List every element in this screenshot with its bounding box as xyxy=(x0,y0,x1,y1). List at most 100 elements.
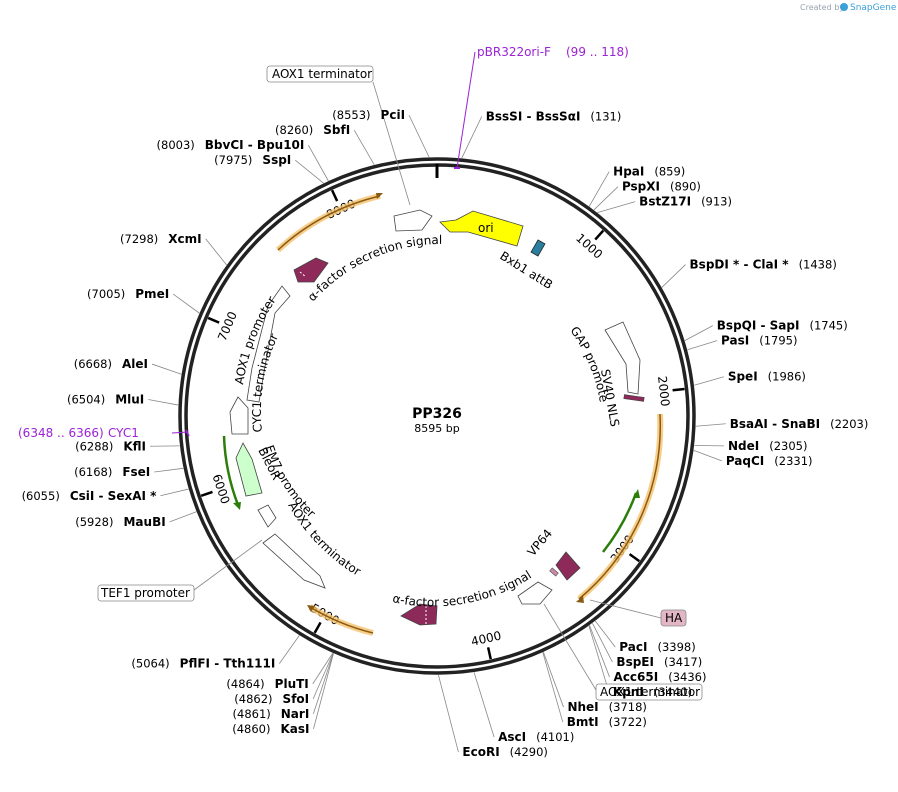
boxed-label-ha[interactable]: HA xyxy=(589,599,687,627)
restriction-site[interactable]: MluI(6504) xyxy=(67,392,144,406)
site-position: (8553) xyxy=(332,108,370,122)
restriction-site[interactable]: FseI(6168) xyxy=(74,465,150,479)
site-leader-line xyxy=(172,293,200,314)
restriction-site[interactable]: AscI(4101) xyxy=(498,730,574,744)
site-leader-line xyxy=(353,129,375,165)
site-position: (4861) xyxy=(233,707,271,721)
feature-alpha-factor-bottom[interactable]: α-factor secretion signal xyxy=(391,568,553,626)
tick-mark xyxy=(200,490,213,497)
tick-mark xyxy=(330,189,339,202)
site-position: (4864) xyxy=(226,677,264,691)
feature-label-bxb1: Bxb1 attB xyxy=(497,249,555,292)
site-name: PluTI xyxy=(275,677,309,691)
tick-mark xyxy=(672,387,685,392)
site-position: (2331) xyxy=(774,454,812,468)
restriction-site[interactable]: XcmI(7298) xyxy=(120,232,202,246)
site-name: BsaAI - SnaBI xyxy=(730,417,820,431)
restriction-site[interactable]: EcoRI(4290) xyxy=(462,745,548,759)
restriction-site[interactable]: PacI(3398) xyxy=(619,640,695,654)
site-name: NarI xyxy=(281,707,310,721)
site-leader-line xyxy=(687,340,718,351)
restriction-site[interactable]: PasI(1795) xyxy=(721,334,797,348)
restriction-site[interactable]: MauBI(5928) xyxy=(75,515,165,529)
site-position: (5064) xyxy=(131,657,169,671)
site-leader-line xyxy=(589,625,610,678)
site-leader-line xyxy=(312,653,334,700)
tick-mark xyxy=(594,229,605,241)
site-position: (3722) xyxy=(609,715,647,729)
svg-text:AOX1 terminator: AOX1 terminator xyxy=(600,685,700,699)
site-position: (7005) xyxy=(87,287,125,301)
restriction-site[interactable]: BstZ17I(913) xyxy=(639,195,732,209)
boxed-label-tef1[interactable]: TEF1 promoter xyxy=(97,539,263,602)
feature-gap-promoter[interactable]: GAP promoter xyxy=(0,0,641,403)
site-position: (6288) xyxy=(75,439,113,453)
site-position: (3436) xyxy=(668,670,706,684)
site-name: PspXI xyxy=(622,180,660,194)
primer-cyc1[interactable]: (6348 .. 6366) CYC1 xyxy=(18,426,190,440)
restriction-site[interactable]: PmeI(7005) xyxy=(87,287,169,301)
restriction-site[interactable]: PaqCI(2331) xyxy=(726,454,813,468)
site-leader-line xyxy=(588,171,610,207)
restriction-site[interactable]: PluTI (4864) xyxy=(226,677,308,691)
feature-ori[interactable]: ori xyxy=(439,210,524,247)
restriction-site[interactable]: CsiI - SexAI *(6055) xyxy=(22,489,158,503)
site-name: PciI xyxy=(381,108,406,122)
restriction-site[interactable]: AleI(6668) xyxy=(74,357,148,371)
restriction-site[interactable]: BbvCI - Bpu10I(8003) xyxy=(157,138,305,152)
site-name: AleI xyxy=(122,357,148,371)
boxed-label-aox1-top[interactable]: AOX1 terminator xyxy=(266,65,411,206)
site-position: (890) xyxy=(670,180,701,194)
site-leader-line xyxy=(279,635,300,664)
credit-prefix: Created by xyxy=(800,3,844,12)
restriction-site[interactable]: KasI(4860) xyxy=(232,722,309,736)
feature-bxb1-attb[interactable]: Bxb1 attB xyxy=(497,239,555,292)
site-position: (3440) xyxy=(654,685,692,699)
site-position: (913) xyxy=(701,195,732,209)
site-name: EcoRI xyxy=(462,745,499,759)
restriction-site[interactable]: BspDI * - ClaI * (1438) xyxy=(690,258,837,272)
boxed-label-aox1-bottom[interactable]: AOX1 terminator xyxy=(543,603,703,701)
restriction-site[interactable]: BspQI - SapI(1745) xyxy=(717,319,848,333)
site-name: BspQI - SapI xyxy=(717,319,800,333)
restriction-site[interactable]: KflI(6288) xyxy=(75,439,146,453)
restriction-site[interactable]: NarI (4861) xyxy=(233,707,310,721)
feature-label-afs-top: α-factor secretion signal xyxy=(305,233,442,304)
restriction-site[interactable]: PciI (8553) xyxy=(332,108,405,122)
restriction-site[interactable]: PspXI (890) xyxy=(622,180,701,194)
restriction-site[interactable]: HpaI(859) xyxy=(613,165,685,179)
site-leader-line xyxy=(661,264,686,288)
restriction-site[interactable]: SbfI(8260) xyxy=(275,123,350,137)
site-name: BspDI * - ClaI * xyxy=(690,258,790,272)
restriction-site[interactable]: SfoI(4862) xyxy=(234,692,309,706)
site-leader-line xyxy=(542,652,564,723)
site-position: (6504) xyxy=(67,392,105,406)
restriction-site[interactable]: NheI(3718) xyxy=(567,700,646,714)
site-name: HpaI xyxy=(613,165,644,179)
restriction-site[interactable]: BspEI(3417) xyxy=(616,655,702,669)
restriction-site[interactable]: BssSI - BssSαI(131) xyxy=(486,109,622,123)
restriction-site[interactable]: NdeI(2305) xyxy=(728,439,808,453)
primer-pbr322ori[interactable]: pBR322ori-F (99 .. 118) xyxy=(454,45,629,169)
restriction-site[interactable]: KpnI(3440) xyxy=(613,685,692,699)
site-name: PasI xyxy=(721,334,749,348)
feature-bleor[interactable] xyxy=(235,442,263,497)
tick-label: 2000 xyxy=(655,375,672,407)
feature-vp64[interactable]: VP64 xyxy=(525,526,581,581)
site-leader-line xyxy=(438,674,459,753)
credit-app: SnapGene xyxy=(850,3,897,13)
site-position: (1438) xyxy=(799,258,837,272)
restriction-site[interactable]: Acc65I(3436) xyxy=(614,670,707,684)
site-position: (131) xyxy=(590,109,621,123)
site-name: SbfI xyxy=(323,123,350,137)
tick-label: 4000 xyxy=(470,628,503,648)
restriction-site[interactable]: BmtI(3722) xyxy=(567,715,647,729)
restriction-site[interactable]: SpeI(1986) xyxy=(728,370,806,384)
restriction-site[interactable]: PflFI - Tth111I(5064) xyxy=(131,657,275,671)
restriction-site[interactable]: SspI(7975) xyxy=(214,153,291,167)
site-position: (2305) xyxy=(769,439,807,453)
restriction-site[interactable]: BsaAI - SnaBI(2203) xyxy=(730,417,869,431)
leader-layer xyxy=(148,114,726,753)
site-name: MauBI xyxy=(123,515,165,529)
